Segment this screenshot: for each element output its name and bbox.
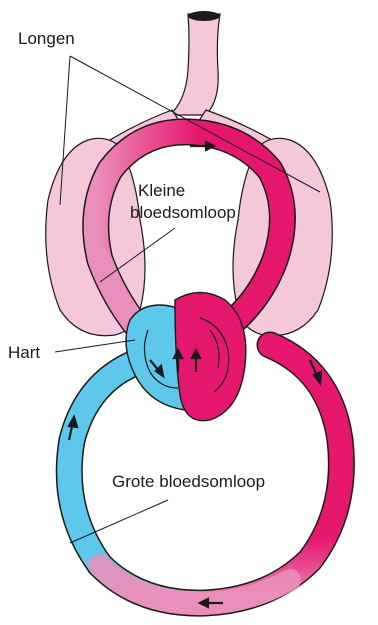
- leader-heart: [55, 340, 135, 352]
- label-big-loop: Grote bloedsomloop: [112, 472, 265, 491]
- label-lungs: Longen: [18, 29, 75, 48]
- label-small-loop-line1: Kleine: [138, 181, 185, 200]
- label-heart: Hart: [8, 343, 40, 362]
- heart: [126, 293, 246, 421]
- label-small-loop-line2: bloedsomloop: [130, 203, 236, 222]
